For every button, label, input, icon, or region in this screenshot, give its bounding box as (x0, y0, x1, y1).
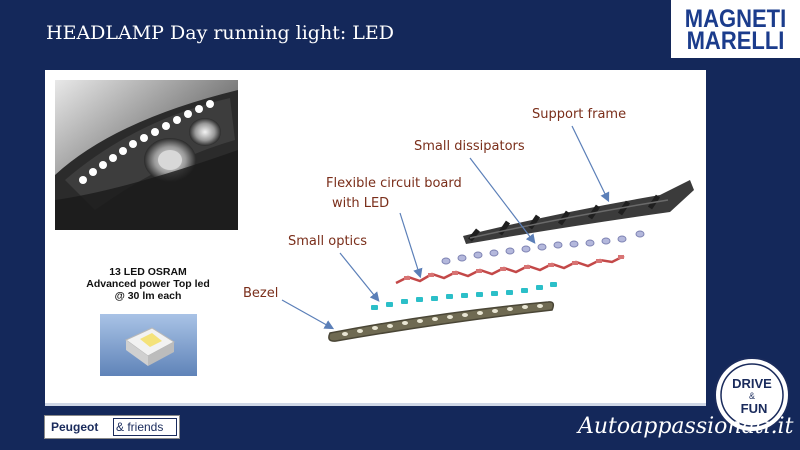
peugeot-brand-text: Peugeot (51, 420, 99, 434)
drive-text: DRIVE (732, 376, 772, 391)
friends-text: & friends (116, 420, 164, 434)
peugeot-friends-badge: Peugeot & friends (44, 415, 180, 439)
led-spec-line-3: @ 30 lm each (114, 290, 182, 302)
label-flexible-circuit-board-line-2: with LED (332, 196, 390, 211)
label-flexible-circuit-board: Flexible circuit board (326, 176, 462, 191)
friends-box: & friends (113, 418, 177, 436)
label-bezel: Bezel (243, 286, 279, 301)
drive-and-fun-badge: DRIVE & FUN (712, 355, 792, 435)
slide-title: HEADLAMP Day running light: LED (46, 22, 395, 44)
headlamp-photo (55, 80, 238, 230)
logo-line-2: MARELLI (686, 26, 785, 55)
label-small-optics: Small optics (288, 234, 368, 249)
magneti-marelli-logo: MAGNETI MARELLI (671, 0, 800, 58)
led-spec-line-2: Advanced power Top led (86, 278, 210, 290)
drive-amp-text: & (749, 391, 755, 401)
fun-text: FUN (741, 401, 768, 416)
label-support-frame: Support frame (532, 107, 627, 122)
led-spec-line-1: 13 LED OSRAM (109, 266, 187, 278)
panel-divider (45, 403, 706, 406)
logo-line-1: MAGNETI (684, 4, 787, 33)
led-chip-photo (100, 314, 197, 376)
label-small-dissipators: Small dissipators (414, 139, 525, 154)
led-spec-caption: 13 LED OSRAM Advanced power Top led @ 30… (58, 266, 238, 302)
watermark: Autoappassionati.it (578, 414, 794, 439)
